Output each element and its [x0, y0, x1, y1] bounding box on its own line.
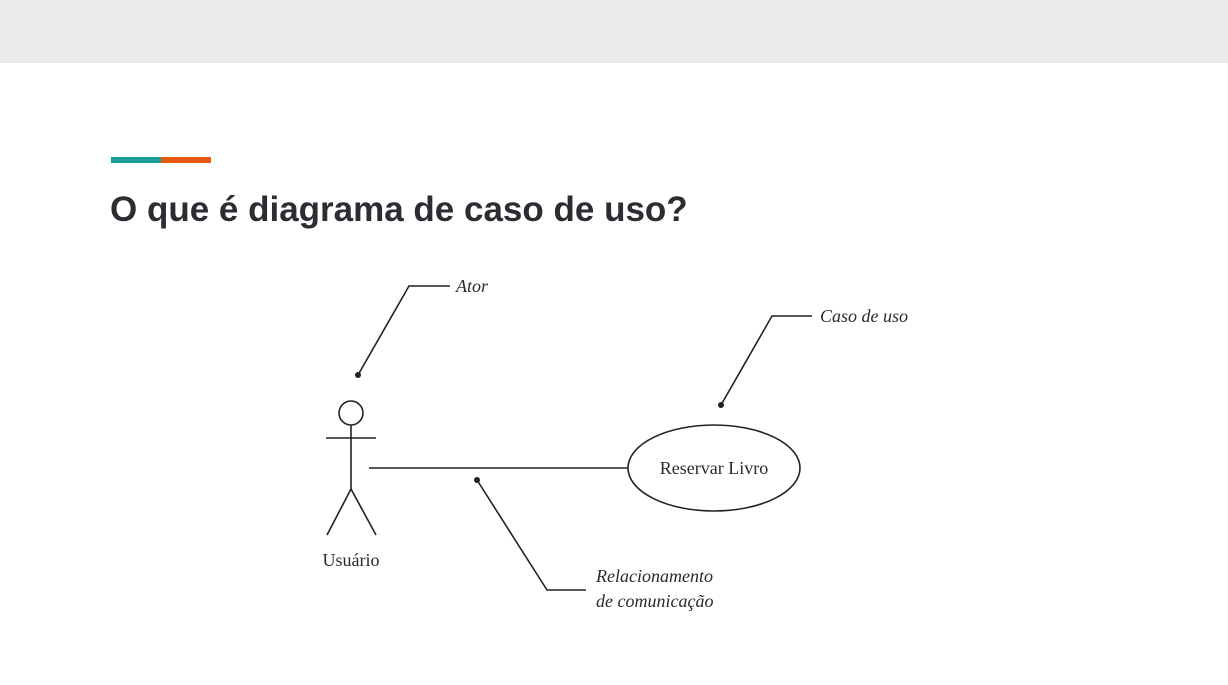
relationship-callout-label-line1: Relacionamento [595, 566, 713, 586]
actor-name: Usuário [323, 550, 380, 570]
accent-orange [161, 157, 211, 163]
actor-callout-line [357, 285, 450, 376]
relationship-callout-label-line2: de comunicação [596, 591, 713, 611]
accent-teal [111, 157, 161, 163]
relationship-callout-line [476, 479, 586, 591]
page-title: O que é diagrama de caso de uso? [110, 190, 688, 229]
actor-figure [326, 400, 377, 536]
use-case-name: Reservar Livro [660, 458, 768, 478]
use-case-callout-label: Caso de uso [820, 306, 908, 326]
title-accent-bar [111, 157, 211, 163]
use-case-ellipse [627, 424, 801, 512]
use-case-callout-line [720, 315, 812, 406]
actor-callout-dot [355, 372, 361, 378]
relationship-callout-dot [474, 477, 480, 483]
use-case-callout-dot [718, 402, 724, 408]
top-bar [0, 0, 1228, 63]
actor-callout-label: Ator [455, 276, 489, 296]
